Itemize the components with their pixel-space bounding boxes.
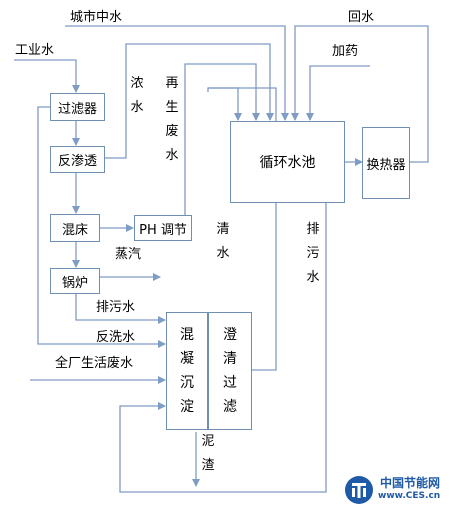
line-return-water — [291, 25, 429, 163]
blowdown-label: 排污水 — [96, 300, 136, 315]
circulating-pool-box: 循环水池 — [230, 121, 345, 203]
line-backwash — [37, 106, 166, 348]
boiler-label: 锅炉 — [61, 275, 88, 291]
ph-adjust-label: PH 调节 — [139, 222, 187, 238]
line-industrial-water — [14, 59, 80, 93]
line-clear-water-2 — [208, 87, 242, 121]
backwash-label: 反洗水 — [96, 330, 136, 345]
filter-box: 过滤器 — [50, 93, 105, 121]
clear-water-label: 清水 — [216, 222, 230, 261]
clarification-label: 澄清过滤 — [223, 327, 237, 415]
mixed-bed-label: 混床 — [61, 222, 88, 238]
line-dosing — [306, 65, 370, 121]
coagulation-label: 混凝沉淀 — [180, 327, 194, 415]
heat-exchanger-label: 换热器 — [366, 157, 406, 173]
line-regen — [184, 63, 260, 215]
logo-name: 中国节能网 — [380, 476, 441, 490]
coagulation-box: 混凝沉淀 — [166, 312, 208, 430]
line-clear-water — [207, 87, 277, 371]
city-water-label: 城市中水 — [70, 10, 123, 25]
line-boiler-blowdown — [75, 293, 166, 324]
ces-logo-icon — [345, 476, 373, 504]
dosing-label: 加药 — [332, 44, 359, 59]
regen-wastewater-label: 再生废水 — [165, 76, 179, 163]
filter-label: 过滤器 — [57, 101, 97, 117]
line-pool-discharge — [119, 202, 327, 493]
industrial-water-label: 工业水 — [15, 43, 55, 58]
sludge-label: 泥渣 — [201, 434, 215, 473]
reverse-osmosis-box: 反渗透 — [50, 146, 105, 173]
clarification-box: 澄清过滤 — [208, 312, 252, 430]
logo-url: www.CES.cn — [378, 491, 441, 501]
discharge-label: 排污水 — [306, 222, 320, 285]
line-city-water — [65, 25, 289, 121]
line-concentrate — [102, 43, 274, 159]
steam-label: 蒸汽 — [115, 247, 142, 262]
plant-wastewater-label: 全厂生活废水 — [55, 356, 134, 371]
boiler-box: 锅炉 — [50, 268, 100, 294]
circulating-pool-label: 循环水池 — [259, 155, 316, 171]
ph-adjust-box: PH 调节 — [134, 215, 192, 241]
heat-exchanger-box: 换热器 — [362, 127, 410, 199]
return-water-label: 回水 — [348, 10, 375, 25]
reverse-osmosis-label: 反渗透 — [57, 154, 97, 169]
concentrate-label: 浓水 — [130, 76, 144, 115]
mixed-bed-box: 混床 — [50, 214, 100, 242]
